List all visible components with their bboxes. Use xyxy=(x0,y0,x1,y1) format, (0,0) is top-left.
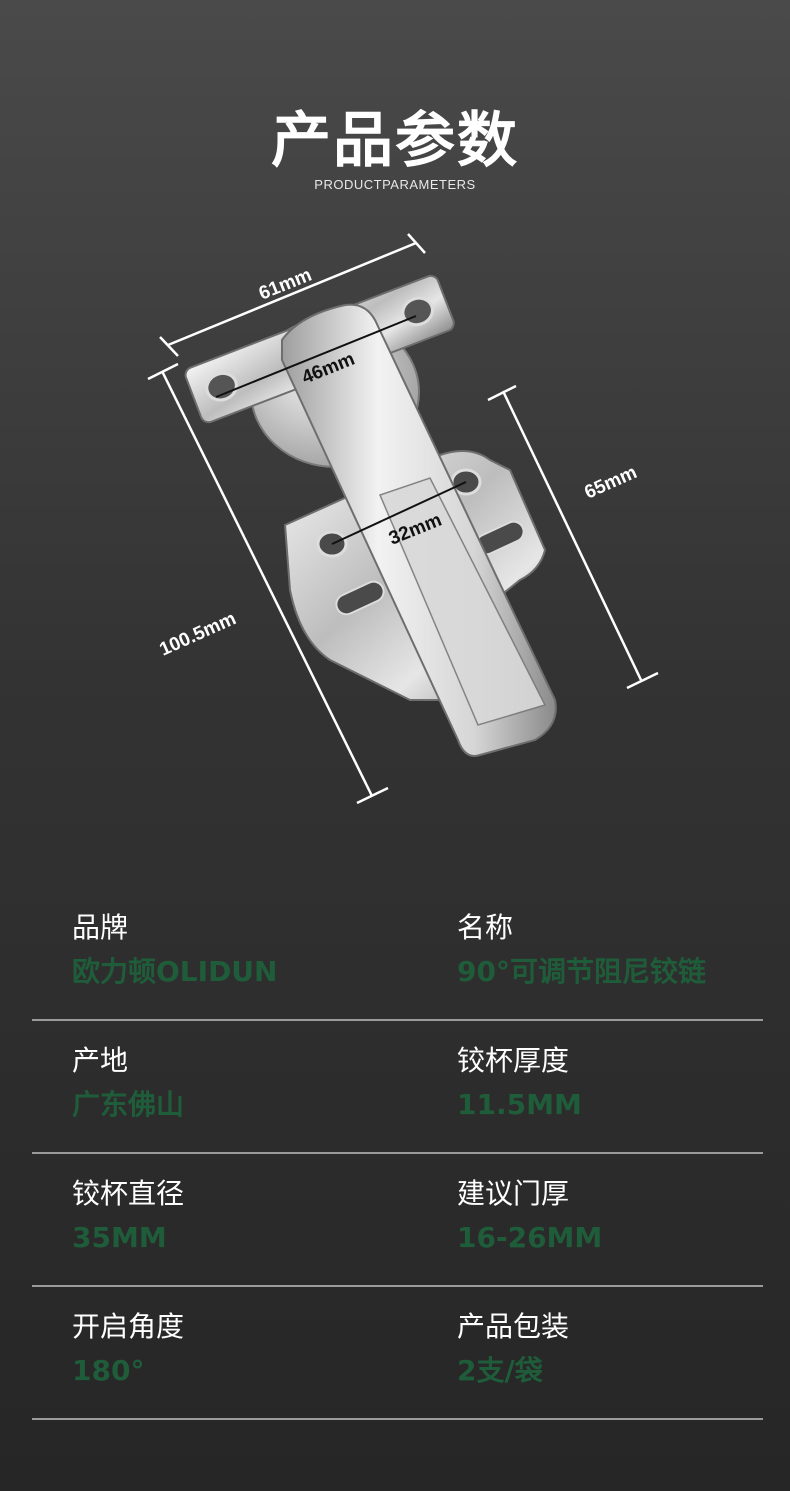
param-cell: 产地 广东佛山 xyxy=(72,1043,184,1123)
param-value: 广东佛山 xyxy=(72,1088,185,1121)
dim-total-length xyxy=(147,362,389,805)
dim-label-arm-length: 65mm xyxy=(581,462,640,504)
param-label: 开启角度 xyxy=(72,1310,185,1343)
param-value: 90°可调节阻尼铰链 xyxy=(457,955,706,988)
hinge-diagram: 61mm 46mm 32mm 65mm 100.5mm xyxy=(147,233,659,805)
param-cell: 建议门厚 16-26MM xyxy=(457,1176,602,1256)
param-label: 铰杯厚度 xyxy=(457,1044,570,1077)
param-label: 产品包装 xyxy=(457,1310,570,1343)
param-row: 产地 广东佛山 铰杯厚度 11.5MM xyxy=(32,1021,763,1154)
param-cell: 名称 90°可调节阻尼铰链 xyxy=(457,910,706,990)
page-subtitle: PRODUCTPARAMETERS xyxy=(314,177,476,192)
param-label: 名称 xyxy=(457,911,514,944)
param-label: 产地 xyxy=(72,1044,129,1077)
param-cell: 铰杯直径 35MM xyxy=(72,1176,184,1256)
param-row: 开启角度 180° 产品包装 2支/袋 xyxy=(32,1287,763,1420)
arm-cover xyxy=(378,477,547,726)
param-label: 铰杯直径 xyxy=(72,1177,185,1210)
param-value: 欧力顿OLIDUN xyxy=(72,955,278,988)
param-label: 建议门厚 xyxy=(457,1177,570,1210)
dim-top-width xyxy=(159,233,426,357)
page-title: 产品参数 xyxy=(271,106,519,176)
dim-label-total-length: 100.5mm xyxy=(156,608,239,660)
param-value: 35MM xyxy=(72,1221,167,1254)
param-cell: 品牌 欧力顿OLIDUN xyxy=(72,910,277,990)
param-cell: 产品包装 2支/袋 xyxy=(457,1309,569,1389)
param-value: 180° xyxy=(72,1354,145,1387)
param-value: 11.5MM xyxy=(457,1088,582,1121)
param-value: 2支/袋 xyxy=(457,1354,543,1387)
screw-hole-left xyxy=(205,371,238,402)
adjust-slot xyxy=(335,580,385,616)
parameter-table: 品牌 欧力顿OLIDUN 名称 90°可调节阻尼铰链 产地 广东佛山 铰杯厚度 … xyxy=(32,888,763,1420)
dim-arm-length xyxy=(487,384,659,690)
param-cell: 开启角度 180° xyxy=(72,1309,184,1389)
param-cell: 铰杯厚度 11.5MM xyxy=(457,1043,582,1123)
dim-label-top-width: 61mm xyxy=(256,265,315,305)
param-label: 品牌 xyxy=(72,911,129,944)
param-value: 16-26MM xyxy=(457,1221,603,1254)
dim-cup-width xyxy=(215,315,417,398)
param-row: 铰杯直径 35MM 建议门厚 16-26MM xyxy=(32,1154,763,1287)
dim-hole-spacing xyxy=(331,481,467,545)
param-row: 品牌 欧力顿OLIDUN 名称 90°可调节阻尼铰链 xyxy=(32,888,763,1021)
